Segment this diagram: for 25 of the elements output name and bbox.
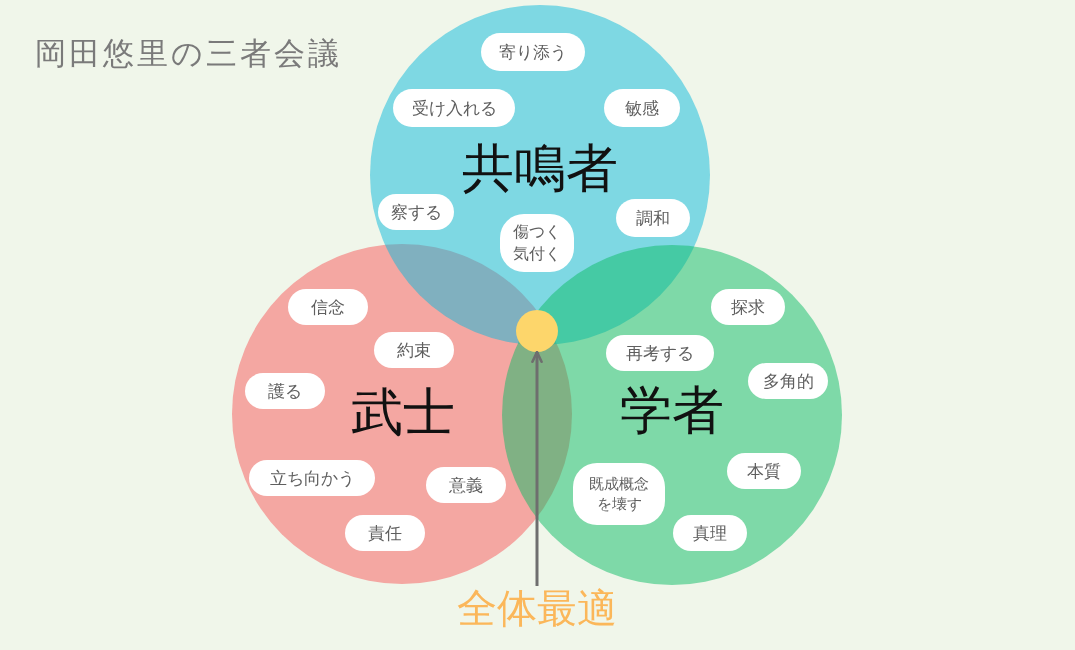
keyword-pill: 意義	[426, 467, 506, 503]
keyword-pill: 探求	[711, 289, 785, 325]
keyword-pill: 信念	[288, 289, 368, 325]
keyword-pill: 約束	[374, 332, 454, 368]
keyword-pill: 真理	[673, 515, 747, 551]
keyword-pill: 既成概念を壊す	[573, 463, 665, 525]
keyword-pill: 寄り添う	[481, 33, 585, 71]
keyword-pill: 敏感	[604, 89, 680, 127]
keyword-pill: 受け入れる	[393, 89, 515, 127]
keyword-pill: 本質	[727, 453, 801, 489]
keyword-pill: 護る	[245, 373, 325, 409]
goal-label: 全体最適	[457, 586, 617, 630]
circle-heading: 学者	[620, 382, 724, 438]
circle-heading: 武士	[351, 384, 455, 440]
keyword-pill: 調和	[616, 199, 690, 237]
center-dot	[516, 310, 558, 352]
keyword-pill: 再考する	[606, 335, 714, 371]
arrow	[531, 350, 543, 586]
title: 岡田悠里の三者会議	[35, 36, 342, 71]
keyword-pill: 傷つく気付く	[500, 214, 574, 272]
keyword-pill: 責任	[345, 515, 425, 551]
keyword-pill: 多角的	[748, 363, 828, 399]
keyword-pill: 察する	[378, 194, 454, 230]
keyword-pill: 立ち向かう	[249, 460, 375, 496]
circle-heading: 共鳴者	[462, 140, 618, 196]
